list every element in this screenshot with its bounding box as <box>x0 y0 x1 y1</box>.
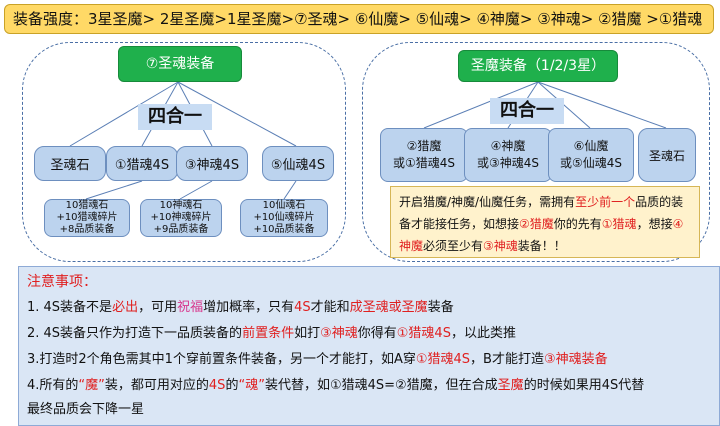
material-line: +9品质装备 <box>153 224 209 235</box>
material-line: 10猎魂石 <box>65 200 109 211</box>
material-box-2: 10神魂石 +10神魂碎片 +9品质装备 <box>140 199 222 237</box>
material-line: +10神魂碎片 <box>150 212 212 223</box>
merge-label-right: 四合一 <box>490 98 564 124</box>
input-box-left-4: ⑤仙魂4S <box>262 146 334 181</box>
note-line-4: 4.所有的“魔”装，都可用对应的4S的“魂”装代替，如①猎魂4S=②猎魔，但在合… <box>27 378 645 393</box>
note-text: 必须至少有 <box>423 239 484 253</box>
input-line: 或③神魂4S <box>476 156 539 170</box>
note-line-2: 2. 4S装备只作为打造下一品质装备的前置条件如打③神魂你得有①猎魂4S，以此类… <box>27 326 516 341</box>
note-text: ，想接 <box>636 217 673 231</box>
material-line: +10猎魂碎片 <box>56 212 118 223</box>
material-line: +10品质装备 <box>253 224 315 235</box>
notes-panel: 注意事项： 1. 4S装备不是必出，可用祝福增加概率，只有4S才能和成圣魂或圣魔… <box>18 266 720 426</box>
material-line: 10仙魂石 <box>262 200 306 211</box>
input-box-left-2: ①猎魂4S <box>106 146 178 181</box>
notes-title: 注意事项： <box>27 274 97 290</box>
input-box-right-3: ⑥仙魔 或⑤仙魂4S <box>548 128 634 182</box>
sacred-demon-equipment-box: 圣魔装备（1/2/3星） <box>458 50 618 82</box>
material-line: +8品质装备 <box>59 224 115 235</box>
material-box-3: 10仙魂石 +10仙魂碎片 +10品质装备 <box>240 199 328 237</box>
note-highlight: 至少前一个 <box>575 195 636 209</box>
material-line: +10仙魂碎片 <box>253 212 315 223</box>
input-line: 或①猎魂4S <box>392 156 455 170</box>
input-box-left-3: ③神魂4S <box>176 146 248 181</box>
input-line: ⑥仙魔 <box>573 139 609 153</box>
input-line: ④神魔 <box>490 139 526 153</box>
sacred-soul-equipment-box: ⑦圣魂装备 <box>118 46 242 82</box>
note-text: 装备！！ <box>517 239 566 253</box>
note-line-1: 1. 4S装备不是必出，可用祝福增加概率，只有4S才能和成圣魂或圣魔装备 <box>27 300 454 315</box>
note-highlight: ③神魂 <box>483 239 518 253</box>
note-text: 开启猎魔/神魔/仙魔任务，需拥有 <box>399 195 576 209</box>
note-line-3: 3.打造时2个角色需其中1个穿前置条件装备，另一个才能打，如A穿①猎魂4S，B才… <box>27 352 608 367</box>
input-box-right-2: ④神魔 或③神魂4S <box>464 128 552 182</box>
note-highlight: ④神魔 <box>399 217 684 253</box>
note-highlight: ②猎魔 <box>519 217 554 231</box>
merge-label-left: 四合一 <box>138 104 212 130</box>
input-line: 或⑤仙魂4S <box>559 156 622 170</box>
material-line: 10神魂石 <box>159 200 203 211</box>
note-line-5: 最终品质会下降一星 <box>27 402 145 417</box>
note-text: 你的先有 <box>553 217 602 231</box>
strength-banner: 装备强度：3星圣魔> 2星圣魔>1星圣魔>⑦圣魂> ⑥仙魔> ⑤仙魂> ④神魔>… <box>4 4 714 34</box>
input-box-right-4: 圣魂石 <box>638 128 696 182</box>
material-box-1: 10猎魂石 +10猎魂碎片 +8品质装备 <box>44 199 130 237</box>
right-panel <box>362 42 710 262</box>
left-panel <box>22 42 346 262</box>
note-highlight: ①猎魂 <box>601 217 637 231</box>
input-box-left-1: 圣魂石 <box>34 146 106 181</box>
input-line: ②猎魔 <box>406 139 442 153</box>
note-text: 品质的装备才能接任务，如想接 <box>399 195 684 231</box>
input-box-right-1: ②猎魔 或①猎魂4S <box>380 128 468 182</box>
task-requirement-note: 开启猎魔/神魔/仙魔任务，需拥有至少前一个品质的装备才能接任务，如想接②猎魔你的… <box>390 186 700 258</box>
